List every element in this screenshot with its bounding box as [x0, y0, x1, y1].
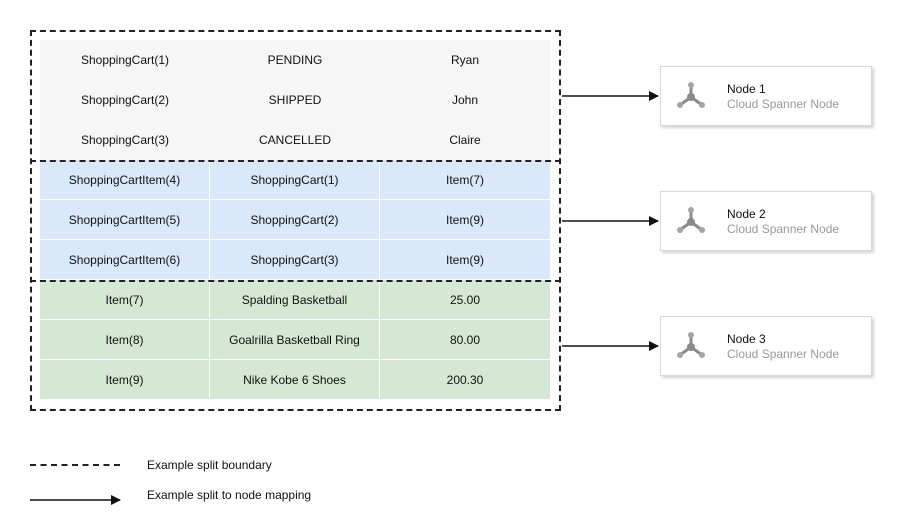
- table-cell: 25.00: [380, 280, 550, 320]
- table-cell: Item(9): [40, 360, 210, 400]
- node-title: Node 1: [727, 82, 766, 96]
- table-row: Item(9) Nike Kobe 6 Shoes 200.30: [40, 360, 550, 400]
- table-row: ShoppingCartItem(4) ShoppingCart(1) Item…: [40, 160, 550, 200]
- table-cell: CANCELLED: [210, 120, 380, 160]
- table-cell: Nike Kobe 6 Shoes: [210, 360, 380, 400]
- table-cell: ShoppingCart(2): [210, 200, 380, 240]
- table-row: ShoppingCart(2) SHIPPED John: [40, 80, 550, 120]
- node-2-card: Node 2 Cloud Spanner Node: [660, 191, 872, 251]
- legend-dashed-line: [30, 464, 120, 466]
- node-1-card: Node 1 Cloud Spanner Node: [660, 66, 872, 126]
- table-cell: PENDING: [210, 40, 380, 80]
- table-row: ShoppingCart(3) CANCELLED Claire: [40, 120, 550, 160]
- table-cell: Item(7): [40, 280, 210, 320]
- item-group: Item(7) Spalding Basketball 25.00 Item(8…: [40, 280, 550, 400]
- table-cell: Item(8): [40, 320, 210, 360]
- table-cell: ShoppingCart(1): [210, 160, 380, 200]
- node-title: Node 3: [727, 332, 766, 346]
- table-cell: ShoppingCart(2): [40, 80, 210, 120]
- table-cell: ShoppingCartItem(5): [40, 200, 210, 240]
- legend-split-boundary-label: Example split boundary: [147, 458, 272, 472]
- shopping-cart-group: ShoppingCart(1) PENDING Ryan ShoppingCar…: [40, 40, 550, 160]
- table-row: ShoppingCartItem(5) ShoppingCart(2) Item…: [40, 200, 550, 240]
- split-boundary-outline: [30, 30, 561, 411]
- spanner-icon: [677, 332, 705, 358]
- node-3-card: Node 3 Cloud Spanner Node: [660, 316, 872, 376]
- node-subtitle: Cloud Spanner Node: [727, 222, 840, 236]
- split-boundary-line-2: [30, 280, 561, 282]
- table-cell: 200.30: [380, 360, 550, 400]
- table-cell: ShoppingCart(3): [40, 120, 210, 160]
- spanner-icon: [677, 82, 705, 108]
- table-cell: ShoppingCart(1): [40, 40, 210, 80]
- table-row: Item(8) Goalrilla Basketball Ring 80.00: [40, 320, 550, 360]
- table-cell: Item(9): [380, 240, 550, 280]
- table-cell: ShoppingCartItem(4): [40, 160, 210, 200]
- table-cell: ShoppingCart(3): [210, 240, 380, 280]
- table-cell: John: [380, 80, 550, 120]
- spanner-icon: [677, 207, 705, 233]
- split-table: ShoppingCart(1) PENDING Ryan ShoppingCar…: [40, 40, 550, 400]
- node-subtitle: Cloud Spanner Node: [727, 347, 840, 361]
- table-cell: 80.00: [380, 320, 550, 360]
- node-title: Node 2: [727, 207, 766, 221]
- legend-arrow: [30, 495, 121, 505]
- table-row: ShoppingCart(1) PENDING Ryan: [40, 40, 550, 80]
- table-cell: Goalrilla Basketball Ring: [210, 320, 380, 360]
- table-cell: Ryan: [380, 40, 550, 80]
- table-cell: Claire: [380, 120, 550, 160]
- table-cell: Item(9): [380, 200, 550, 240]
- node-subtitle: Cloud Spanner Node: [727, 97, 840, 111]
- table-cell: Spalding Basketball: [210, 280, 380, 320]
- table-cell: Item(7): [380, 160, 550, 200]
- table-row: Item(7) Spalding Basketball 25.00: [40, 280, 550, 320]
- table-cell: SHIPPED: [210, 80, 380, 120]
- table-row: ShoppingCartItem(6) ShoppingCart(3) Item…: [40, 240, 550, 280]
- legend-split-mapping-label: Example split to node mapping: [147, 488, 312, 502]
- shopping-cart-item-group: ShoppingCartItem(4) ShoppingCart(1) Item…: [40, 160, 550, 280]
- table-cell: ShoppingCartItem(6): [40, 240, 210, 280]
- split-boundary-line-1: [30, 160, 561, 162]
